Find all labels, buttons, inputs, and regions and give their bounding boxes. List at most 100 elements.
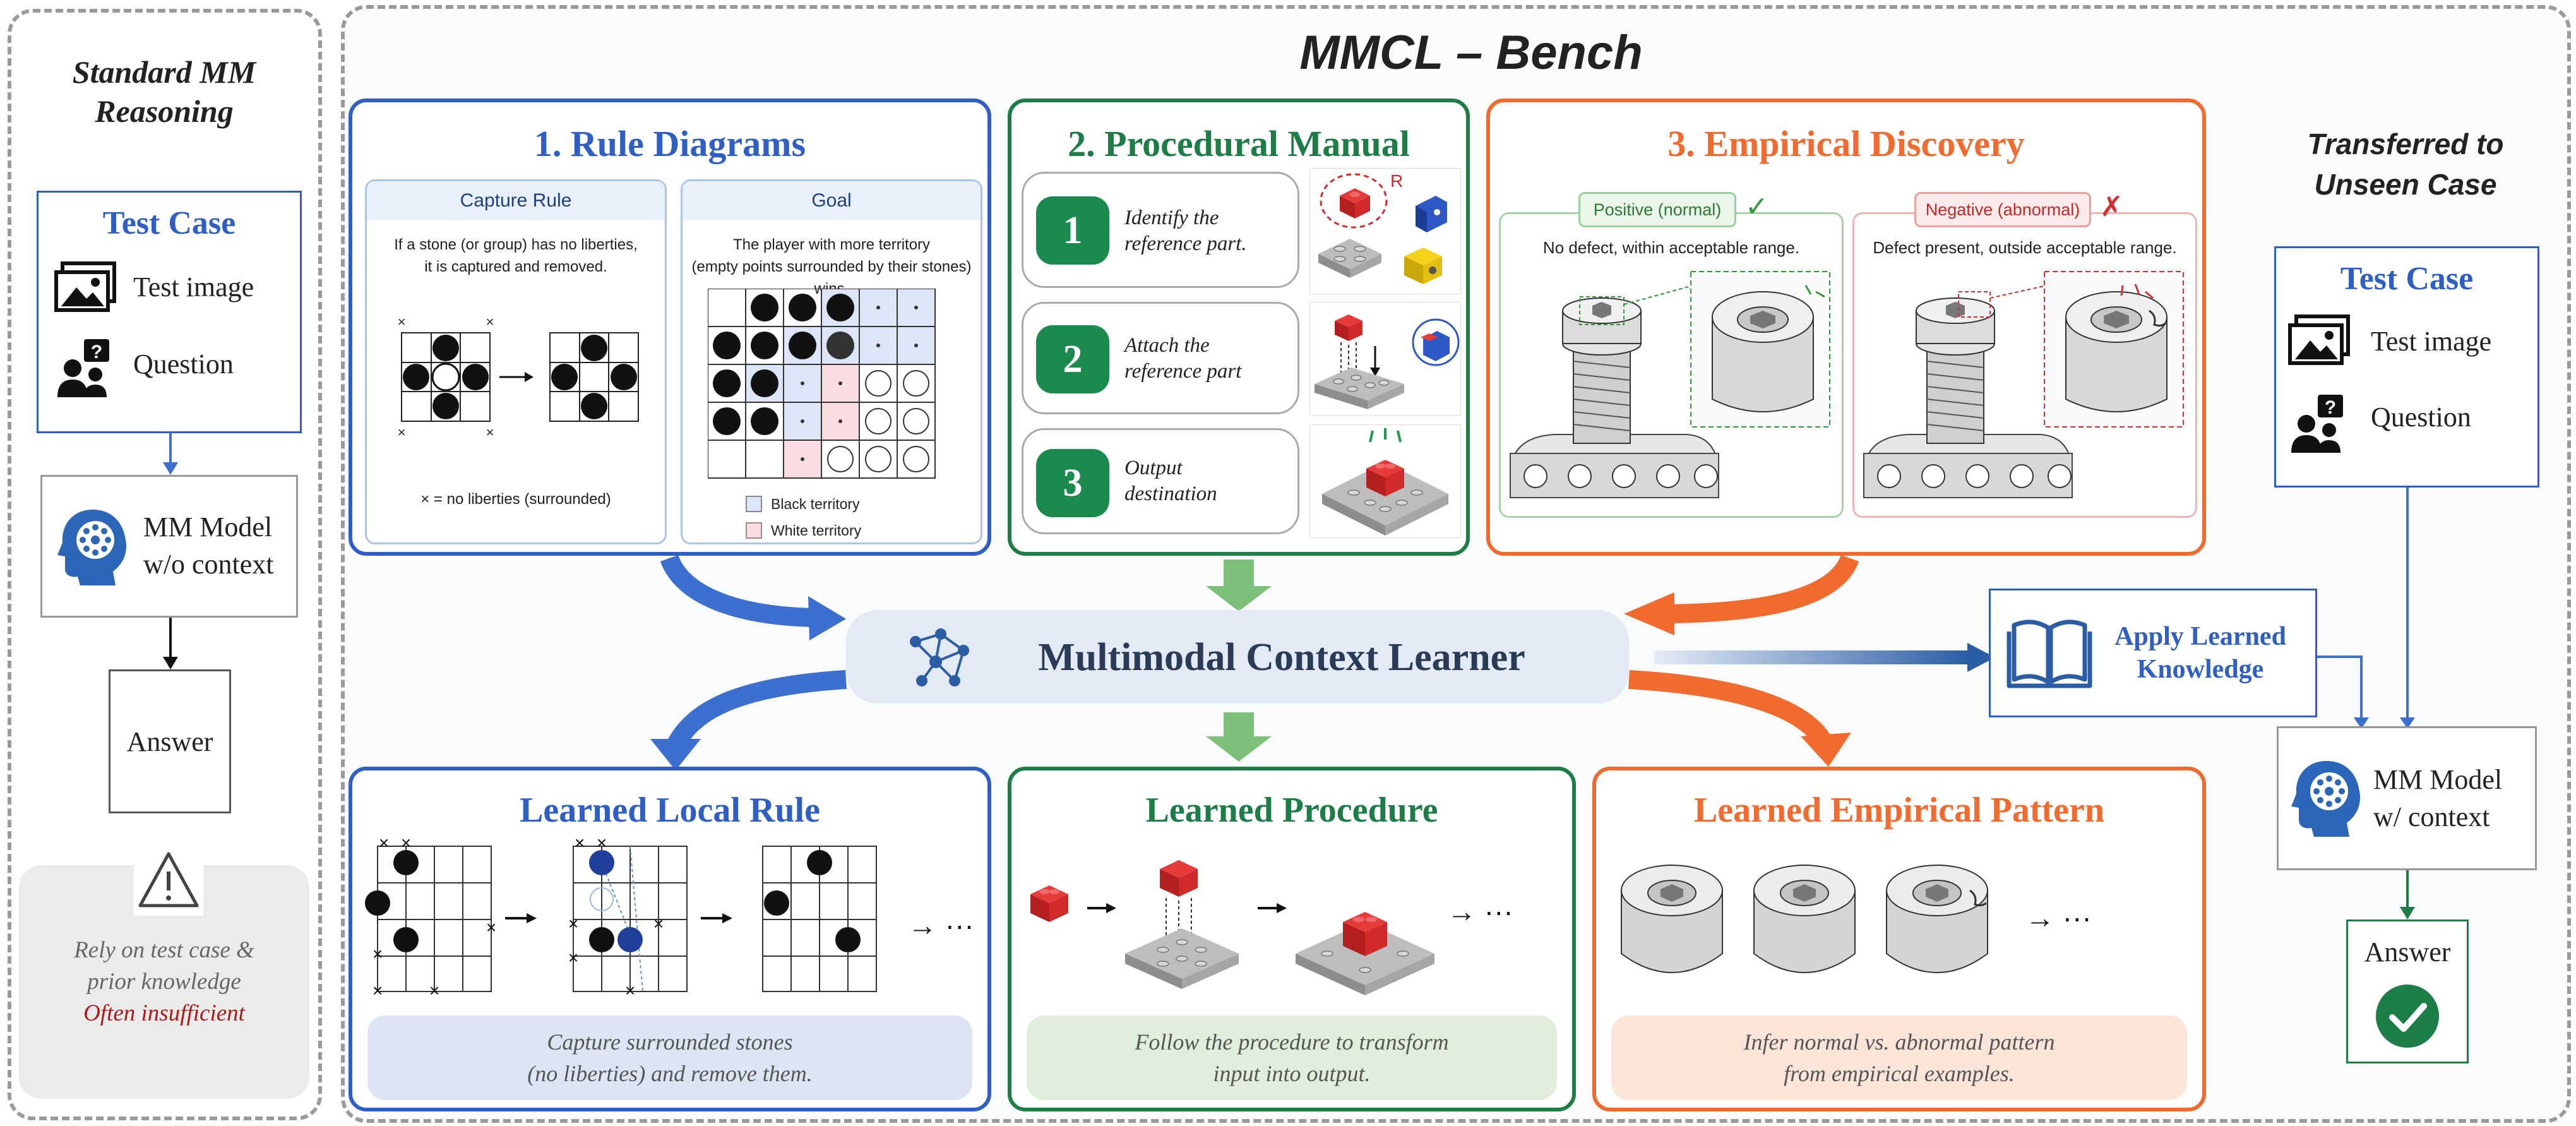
learned-pattern-sequence: [1621, 865, 1988, 973]
capture-desc-line2: it is captured and removed.: [424, 258, 607, 275]
learned-procedure-sequence: [1030, 860, 1434, 995]
model-no-context-line1: MM Model: [143, 512, 273, 542]
empirical-title: 3. Empirical Discovery: [1667, 123, 2025, 164]
brain-head-icon: [57, 510, 127, 585]
apply-line1: Apply Learned: [2114, 621, 2286, 651]
learned-rule-line1: Capture surrounded stones: [547, 1029, 793, 1055]
context-learner-title: Multimodal Context Learner: [1038, 635, 1525, 679]
image-icon: [54, 261, 116, 312]
book-icon: [2007, 620, 2092, 688]
capture-rule-title: Capture Rule: [367, 181, 665, 220]
positive-label: Positive (normal): [1578, 192, 1736, 227]
warning-text: Rely on test case & prior knowledge Ofte…: [25, 928, 303, 1036]
negative-x-icon: ✗: [2100, 191, 2123, 222]
svg-text:×: ×: [568, 948, 578, 967]
warning-line3: Often insufficient: [83, 1000, 245, 1026]
learned-pattern-line1: Infer normal vs. abnormal pattern: [1743, 1029, 2055, 1055]
answer-box-standard: Answer: [109, 669, 231, 813]
capture-desc-line1: If a stone (or group) has no liberties,: [394, 236, 638, 253]
learned-rule-ellipsis: → ···: [908, 909, 974, 942]
legend-black-label: Black territory: [771, 496, 860, 512]
step-1-line2: reference part.: [1124, 232, 1247, 256]
step-2-number: 2: [1036, 325, 1109, 393]
negative-label: Negative (abnormal): [1914, 192, 2091, 227]
learned-rule-line2: (no liberties) and remove them.: [527, 1061, 813, 1086]
learned-rule-panel: Learned Local Rule ×××××× ×××××× → ··· C…: [349, 767, 991, 1111]
capture-rule-card: Capture Rule If a stone (or group) has n…: [365, 179, 667, 544]
transferred-title-line1: Transferred to: [2307, 127, 2504, 160]
network-icon: [910, 628, 969, 686]
model-with-context-line2: w/ context: [2373, 801, 2490, 833]
svg-text:×: ×: [398, 314, 406, 330]
step-2-text: Attach the reference part: [1124, 333, 1241, 385]
svg-text:×: ×: [373, 944, 383, 964]
svg-text:×: ×: [568, 914, 578, 933]
arrow-testcase-to-model: [163, 433, 178, 475]
svg-text:×: ×: [398, 424, 406, 440]
warning-line1: Rely on test case &: [74, 937, 254, 964]
svg-text:×: ×: [401, 834, 411, 853]
goal-card: Goal The player with more territory (emp…: [681, 179, 982, 544]
transferred-test-case-box: Test Case Test image ? Question: [2274, 246, 2539, 488]
goal-board: [708, 289, 936, 479]
transferred-title-line2: Unseen Case: [2314, 168, 2497, 201]
goal-title: Goal: [683, 181, 981, 220]
model-with-context-box: MM Model w/ context: [2277, 726, 2537, 870]
learned-rule-summary: Capture surrounded stones (no liberties)…: [367, 1015, 972, 1100]
transferred-question-person-icon: ?: [2291, 395, 2343, 453]
svg-text:×: ×: [486, 918, 496, 937]
answer-label-transferred: Answer: [2364, 936, 2451, 967]
svg-text:×: ×: [486, 424, 494, 440]
svg-text:×: ×: [486, 314, 494, 330]
svg-text:×: ×: [625, 981, 635, 1000]
arrow-model-to-answer: [163, 618, 178, 669]
svg-text:×: ×: [597, 834, 607, 853]
capture-legend: × = no liberties (surrounded): [420, 491, 611, 508]
legend-white-label: White territory: [771, 522, 862, 539]
rule-diagrams-panel: 1. Rule Diagrams Capture Rule If a stone…: [349, 99, 991, 556]
learned-pattern-summary: Infer normal vs. abnormal pattern from e…: [1611, 1015, 2187, 1100]
transferred-brain-head-icon: [2291, 761, 2361, 837]
positive-illustration: [1509, 271, 1830, 498]
standard-title-line1: Standard MM: [72, 54, 256, 90]
apply-line2: Knowledge: [2137, 655, 2264, 684]
model-with-context-line1: MM Model: [2373, 764, 2503, 795]
positive-check-icon: ✓: [1745, 191, 1768, 222]
svg-text:?: ?: [91, 342, 102, 362]
standard-title: Standard MM Reasoning: [19, 44, 309, 139]
transferred-title: Transferred to Unseen Case: [2248, 114, 2563, 215]
positive-desc: No defect, within acceptable range.: [1542, 237, 1800, 257]
r-label: R: [1390, 171, 1403, 191]
capture-rule-diagram: × × × ×: [398, 314, 639, 440]
question-person-icon: ?: [57, 339, 109, 397]
step-1-illustration: R: [1309, 168, 1461, 294]
test-case-box: Test Case Test image ? Question: [37, 191, 302, 433]
answer-box-transferred: Answer: [2346, 919, 2469, 1063]
test-image-label: Test image: [133, 272, 254, 302]
svg-text:?: ?: [2325, 397, 2336, 418]
step-3-number: 3: [1036, 449, 1109, 517]
step-2-line2: reference part: [1124, 360, 1242, 383]
capture-rule-desc: If a stone (or group) has no liberties, …: [367, 234, 665, 279]
negative-illustration: [1863, 271, 2184, 498]
context-learner-box: [846, 610, 1629, 704]
learned-procedure-title: Learned Procedure: [1145, 791, 1438, 830]
empirical-discovery-panel: 3. Empirical Discovery Positive (normal)…: [1486, 99, 2206, 556]
legend-white-swatch: [746, 522, 762, 539]
learned-procedure-line2: input into output.: [1213, 1061, 1371, 1086]
step-1-box: 1 Identify the reference part.: [1022, 172, 1299, 288]
learned-pattern-title: Learned Empirical Pattern: [1693, 791, 2105, 830]
model-with-context-label: MM Model w/ context: [2373, 761, 2502, 836]
step-2-box: 2 Attach the reference part: [1022, 302, 1299, 414]
step-2-illustration: [1309, 302, 1461, 416]
step-3-box: 3 Output destination: [1022, 428, 1299, 534]
svg-text:×: ×: [373, 981, 383, 1000]
learned-pattern-panel: Learned Empirical Pattern → ··· Infer no…: [1592, 767, 2206, 1111]
learned-procedure-line1: Follow the procedure to transform: [1135, 1029, 1449, 1055]
standard-mm-panel: [8, 9, 322, 1120]
learned-pattern-line2: from empirical examples.: [1784, 1061, 2015, 1086]
apply-knowledge-label: Apply Learned Knowledge: [2096, 606, 2305, 700]
svg-text:×: ×: [379, 834, 389, 853]
question-label: Question: [133, 349, 234, 380]
